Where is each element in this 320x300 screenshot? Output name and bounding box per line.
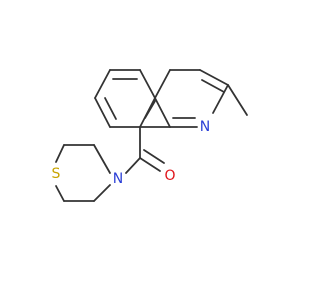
bond-s-lower <box>55 185 65 202</box>
bond-carbonyl-n <box>125 157 141 174</box>
bond-methyl <box>227 84 248 116</box>
bond-c2-c3 <box>199 69 229 86</box>
bond-c4a-c4-link <box>154 97 171 128</box>
bond-n-ring-upper <box>93 144 111 174</box>
bond-c2-n <box>93 184 111 202</box>
bond-c2-n1 <box>212 84 229 114</box>
bond-c6-c7 <box>94 69 111 99</box>
atom-n-quinoline: N <box>200 119 210 135</box>
bond-c8a-c4a-inner <box>144 100 156 119</box>
atom-n-amide: N <box>113 171 123 187</box>
atom-s-thiomorpholine: S <box>52 166 61 182</box>
bond-c7-c8 <box>94 97 111 128</box>
bond-c4-c4a <box>154 69 171 99</box>
bond-carbonyl-o-1 <box>139 157 161 172</box>
molecule-structure: N O N S <box>52 69 248 202</box>
bond-carbonyl-o-2 <box>143 149 165 164</box>
atom-labels: N O N S <box>52 119 211 187</box>
bonds <box>55 69 248 202</box>
bond-c1-s <box>55 144 65 163</box>
atom-o-carbonyl: O <box>164 168 175 184</box>
bond-c2-c3-inner <box>201 79 225 93</box>
bond-c7-c8-inner <box>104 97 117 120</box>
bond-c4a-c5 <box>139 69 156 99</box>
